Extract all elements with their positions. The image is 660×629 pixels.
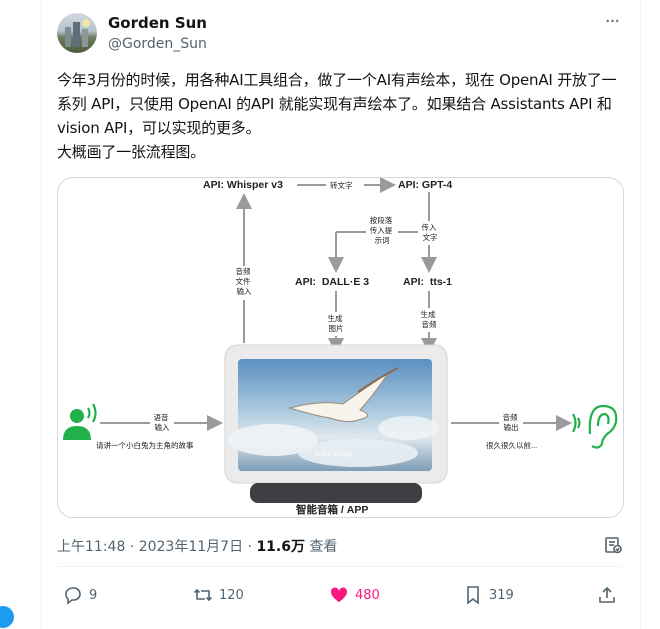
like-count: 480 [355,587,380,603]
dalle-node: API: DALL·E 3 [295,276,369,288]
author-display-name[interactable]: Gorden Sun [108,14,207,32]
analytics-icon[interactable] [603,535,623,555]
paragraph-prompt-label: 按段落 传入提 示词 [370,215,395,245]
tweet-card [41,0,641,629]
tweet-text: 今年3月份的时候，用各种AI工具组合，做了一个AI有声绘本，现在 OpenAI … [57,68,622,164]
reply-button[interactable]: 9 [63,580,97,610]
pass-text-label: 传入 文字 [421,222,438,242]
audio-input-label: 音频 文件 输入 [235,266,252,296]
tweet-time[interactable]: 上午11:48 [57,539,126,555]
tweet-text-line: 今年3月份的时候，用各种AI工具组合，做了一个AI有声绘本，现在 OpenAI … [57,71,617,137]
to-text-label: 转文字 [330,180,353,190]
gpt4-node: API: GPT-4 [398,179,452,191]
retweet-icon [193,588,213,602]
view-count: 11.6万 [256,539,305,555]
bird-illustration [288,372,389,423]
action-bar: 9 120 480 319 [57,580,622,610]
view-label: 查看 [304,539,338,555]
more-icon[interactable]: ··· [604,11,620,32]
screen-caption: on the 1st day [314,452,352,458]
bookmark-button[interactable]: 319 [463,580,514,610]
tweet-meta: 上午11:48 · 2023年11月7日 · 11.6万 查看 [57,539,338,555]
gen-audio-label: 生成 音频 [420,309,437,329]
flow-diagram: API: Whisper v3 API: GPT-4 转文字 音频 文件 输入 … [63,178,618,516]
like-button[interactable]: 480 [329,580,380,610]
reply-count: 9 [89,587,98,603]
avatar[interactable] [57,13,97,53]
voice-caption: 请讲一个小白兔为主角的故事 [96,440,194,450]
tts-node: API: tts-1 [403,276,452,288]
reply-icon [65,587,81,605]
voice-input-label: 语音 输入 [153,412,170,432]
device-label: 智能音箱 / APP [295,503,368,516]
output-caption: 很久很久以前... [486,440,537,450]
whisper-node: API: Whisper v3 [203,179,283,191]
retweet-button[interactable]: 120 [193,580,244,610]
heart-icon [330,587,348,602]
tweet-image[interactable]: API: Whisper v3 API: GPT-4 转文字 音频 文件 输入 … [57,177,624,518]
ear-icon [572,404,618,449]
speaker-base [250,483,422,503]
bookmark-count: 319 [489,587,514,603]
bookmark-icon [467,586,479,605]
audio-output-label: 音频 输出 [502,412,519,432]
person-speaking-icon [63,403,97,440]
gen-image-label: 生成 图片 [327,313,344,333]
floating-button[interactable] [0,606,14,628]
tweet-date[interactable]: 2023年11月7日 [138,539,244,555]
author-handle[interactable]: @Gorden_Sun [108,36,207,52]
share-icon [599,586,615,603]
retweet-count: 120 [219,587,244,603]
divider [57,566,622,567]
tweet-text-line: 大概画了一张流程图。 [57,143,206,161]
share-button[interactable] [597,580,617,610]
